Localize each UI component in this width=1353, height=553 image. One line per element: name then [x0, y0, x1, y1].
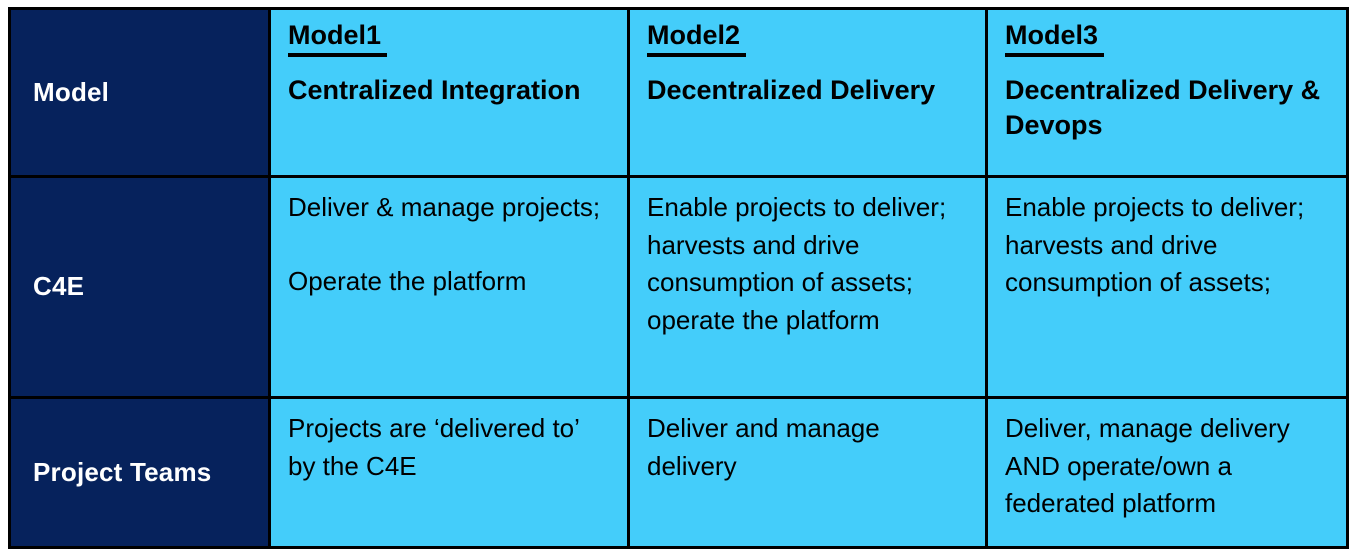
cell-c4e-model3: Enable projects to deliver; harvests and… [985, 175, 1349, 399]
cell-paragraph: Enable projects to deliver; harvests and… [1005, 192, 1305, 298]
cell-paragraph: Deliver and manage delivery [647, 413, 880, 481]
row-label-c4e: C4E [8, 175, 271, 399]
model3-name: Decentralized Delivery & Devops [1005, 74, 1321, 140]
model2-name: Decentralized Delivery [647, 74, 936, 105]
row-label-text: Project Teams [33, 456, 212, 487]
table-row-c4e: C4E Deliver & manage projects; Operate t… [8, 175, 1349, 399]
table-row-model-header: Model Model1 Centralized Integration Mod… [8, 7, 1349, 178]
model2-number-label: Model2 [647, 20, 747, 57]
cell-paragraph: Operate the platform [288, 265, 527, 296]
cell-c4e-model2: Enable projects to deliver; harvests and… [627, 175, 988, 399]
cell-paragraph: Deliver, manage delivery AND operate/own… [1005, 413, 1290, 519]
cell-paragraph: Deliver & manage projects; [288, 192, 601, 222]
header-cell-model3: Model3 Decentralized Delivery & Devops [985, 7, 1349, 178]
row-label-text: C4E [33, 271, 85, 302]
cell-project-teams-model1: Projects are ‘delivered to’ by the C4E [268, 396, 630, 549]
model3-number-label: Model3 [1005, 20, 1105, 57]
cell-project-teams-model2: Deliver and manage delivery [627, 396, 988, 549]
header-cell-model2: Model2 Decentralized Delivery [627, 7, 988, 178]
row-label-model: Model [8, 7, 271, 178]
row-label-project-teams: Project Teams [8, 396, 271, 549]
cell-project-teams-model3: Deliver, manage delivery AND operate/own… [985, 396, 1349, 549]
table-row-project-teams: Project Teams Projects are ‘delivered to… [8, 396, 1349, 549]
row-label-text: Model [33, 76, 110, 107]
operating-model-table: Model Model1 Centralized Integration Mod… [8, 7, 1349, 549]
cell-c4e-model1: Deliver & manage projects; Operate the p… [268, 175, 630, 399]
model1-number-label: Model1 [288, 20, 388, 57]
cell-paragraph: Projects are ‘delivered to’ by the C4E [288, 413, 579, 481]
header-cell-model1: Model1 Centralized Integration [268, 7, 630, 178]
model1-name: Centralized Integration [288, 74, 581, 105]
cell-paragraph: Enable projects to deliver; harvests and… [647, 192, 947, 336]
